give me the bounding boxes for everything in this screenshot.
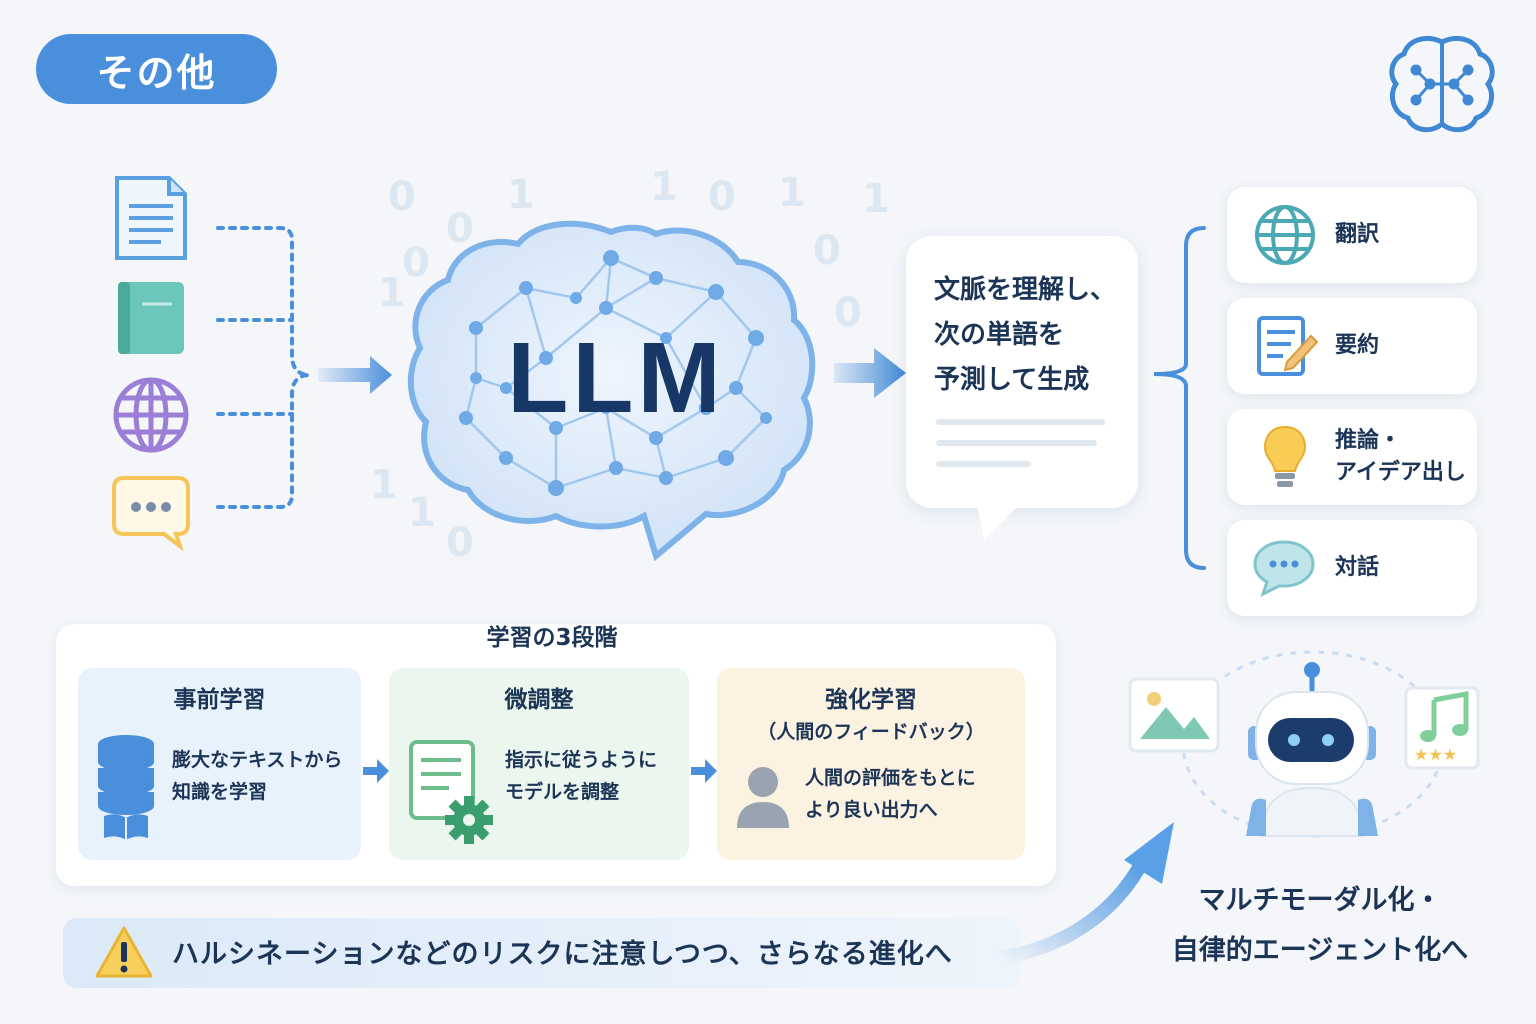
person-icon	[737, 767, 789, 828]
ability-card-dialogue: 対話	[1227, 520, 1477, 616]
ability-label-line: 推論・	[1335, 428, 1402, 453]
stage-subname: （人間のフィードバック）	[757, 721, 985, 743]
bubble-tail	[976, 500, 1024, 540]
document-icon	[115, 176, 187, 260]
warning-banner	[63, 918, 1019, 988]
lightbulb-icon	[1263, 425, 1307, 487]
ability-card-summary: 要約	[1227, 298, 1477, 394]
binary-digit: 0	[834, 290, 862, 336]
output-line: 次の単語を	[934, 320, 1065, 350]
future-curved-arrow	[993, 822, 1174, 965]
ability-label: 推論・ アイデア出し	[1335, 425, 1466, 489]
llm-brain-graphic	[407, 220, 816, 562]
ability-label: 翻訳	[1335, 222, 1380, 247]
ability-card-translation: 翻訳	[1227, 187, 1477, 283]
stage-description: 指示に従うように モデルを調整	[505, 744, 657, 808]
future-direction-text: マルチモーダル化・ 自律的エージェント化へ	[1140, 876, 1500, 976]
chat-bubble-icon	[112, 476, 190, 552]
ability-label-line: アイデア出し	[1335, 460, 1466, 485]
warning-icon	[95, 926, 153, 978]
svg-text:★★★: ★★★	[1414, 745, 1457, 764]
binary-digit: 0	[708, 174, 736, 220]
bubble-placeholder-lines	[936, 419, 1105, 467]
document-gear-icon	[409, 740, 493, 844]
binary-digit: 1	[650, 164, 678, 210]
warning-text: ハルシネーションなどのリスクに注意しつつ、さらなる進化へ	[172, 939, 953, 970]
book-icon	[118, 282, 184, 354]
stage-description-line: 人間の評価をもとに	[805, 767, 976, 789]
binary-digit: 1	[862, 176, 890, 222]
input-connectors	[216, 226, 392, 509]
binary-digit: 1	[408, 490, 436, 536]
output-bubble-text: 文脈を理解し、 次の単語を 予測して生成	[934, 268, 1130, 403]
music-icon: ★★★	[1404, 686, 1480, 770]
binary-digit: 1	[778, 170, 806, 216]
globe-icon	[1255, 205, 1315, 265]
ability-card-reasoning: 推論・ アイデア出し	[1227, 409, 1477, 505]
globe-icon	[113, 377, 189, 453]
stage-description-line: モデルを調整	[505, 781, 620, 803]
llm-label: LLM	[507, 322, 725, 434]
stage-pretraining: 事前学習 膨大なテキストから 知識を学習	[78, 668, 361, 860]
abilities-bracket	[1153, 226, 1206, 570]
stage-description: 膨大なテキストから 知識を学習	[172, 744, 342, 808]
speech-bubble-icon	[1253, 540, 1315, 597]
training-stages-title: 学習の3段階	[486, 625, 618, 651]
binary-digit: 0	[402, 240, 430, 286]
stage-arrow	[363, 759, 389, 783]
brain-logo-icon	[1389, 36, 1495, 133]
database-book-icon	[98, 735, 154, 840]
binary-digit: 0	[388, 174, 416, 220]
stage-description-line: 知識を学習	[172, 781, 268, 803]
stage-description-line: より良い出力へ	[805, 799, 938, 821]
section-title-pill: その他	[36, 34, 277, 104]
document-edit-icon	[1257, 316, 1319, 376]
ability-label: 要約	[1335, 333, 1380, 358]
stage-arrow	[691, 759, 717, 783]
robot-icon	[1246, 662, 1378, 837]
binary-digit: 0	[813, 228, 841, 274]
stage-finetuning: 微調整 指示に従うように モデルを調整	[389, 668, 689, 860]
stage-name: 微調整	[504, 687, 574, 713]
stage-name: 強化学習	[825, 687, 917, 713]
binary-digit: 1	[370, 462, 398, 508]
stage-description: 人間の評価をもとに より良い出力へ	[805, 762, 976, 826]
binary-digit: 0	[446, 206, 474, 252]
stage-name: 事前学習	[173, 687, 266, 713]
future-line: 自律的エージェント化へ	[1171, 935, 1469, 966]
output-line: 文脈を理解し、	[934, 275, 1117, 305]
image-icon	[1128, 677, 1220, 753]
output-line: 予測して生成	[934, 365, 1090, 395]
arrow-to-output	[834, 348, 906, 398]
stage-rlhf: 強化学習 （人間のフィードバック） 人間の評価をもとに より良い出力へ	[717, 668, 1025, 860]
binary-digit: 0	[446, 520, 474, 566]
stage-description-line: 膨大なテキストから	[172, 749, 343, 771]
stage-description-line: 指示に従うように	[505, 749, 658, 771]
binary-digit: 1	[507, 172, 535, 218]
binary-digit: 1	[378, 270, 406, 316]
ability-label: 対話	[1335, 555, 1380, 580]
future-line: マルチモーダル化・	[1198, 885, 1442, 916]
